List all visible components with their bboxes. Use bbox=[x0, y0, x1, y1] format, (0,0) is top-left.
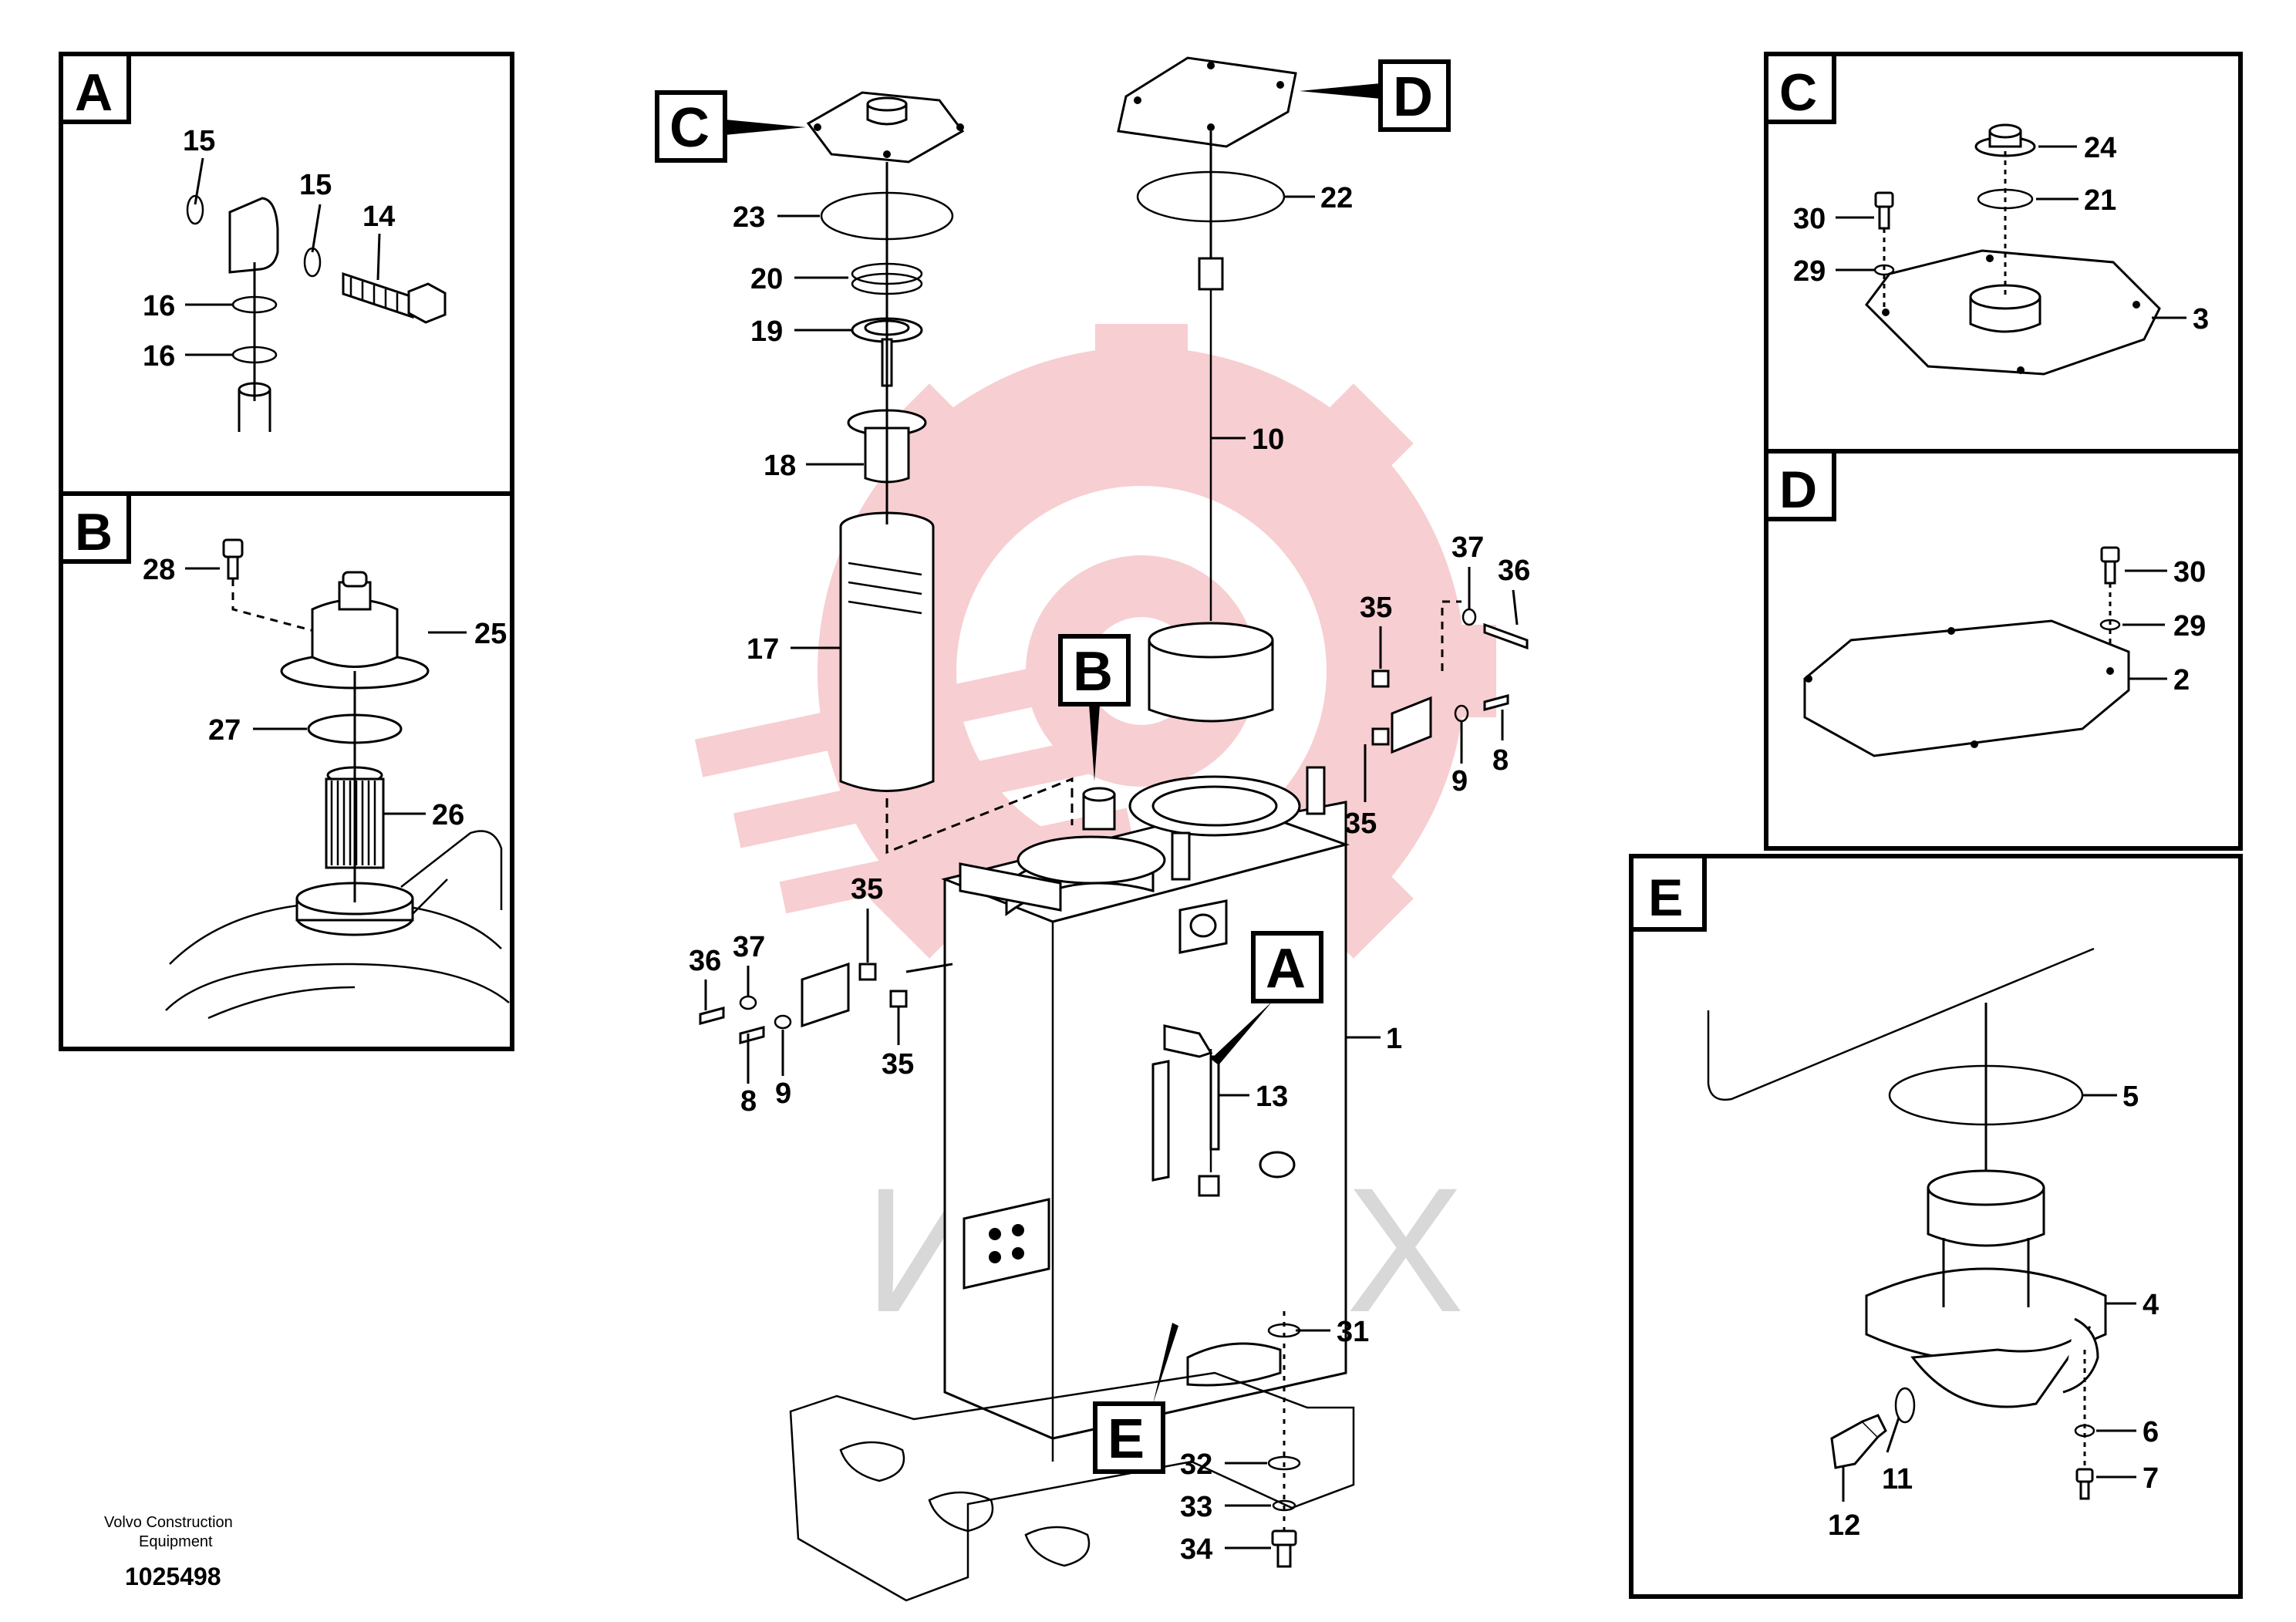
cover-d-top bbox=[1117, 56, 1297, 148]
label-35-left-top: 35 bbox=[851, 873, 883, 905]
footer-company-line1: Volvo Construction bbox=[104, 1514, 233, 1531]
label-26: 26 bbox=[432, 799, 464, 831]
callout-e-main: E bbox=[1093, 1323, 1178, 1474]
elbow-fitting bbox=[228, 197, 279, 274]
panel-d-letter: D bbox=[1779, 460, 1817, 519]
bolt-30 bbox=[1874, 191, 1894, 230]
hose-13 bbox=[1163, 1024, 1220, 1197]
label-34: 34 bbox=[1180, 1533, 1212, 1566]
hydraulic-tank-1 bbox=[789, 766, 1355, 1602]
label-28: 28 bbox=[143, 554, 175, 586]
banjo-bolt-14 bbox=[342, 271, 447, 324]
footer-doc-id: 1025498 bbox=[125, 1563, 221, 1590]
label-9-left: 9 bbox=[775, 1077, 791, 1110]
callout-d-main: D bbox=[1300, 59, 1451, 132]
label-37-right: 37 bbox=[1451, 531, 1484, 564]
label-7: 7 bbox=[2143, 1462, 2159, 1495]
label-9-right: 9 bbox=[1451, 765, 1468, 798]
bracket-right bbox=[1371, 600, 1529, 754]
label-33: 33 bbox=[1180, 1491, 1212, 1523]
label-25: 25 bbox=[474, 618, 507, 650]
label-36-left: 36 bbox=[689, 945, 721, 977]
label-1: 1 bbox=[1386, 1023, 1402, 1055]
callout-d-letter: D bbox=[1393, 66, 1433, 128]
label-13: 13 bbox=[1256, 1081, 1288, 1113]
callout-a-main: A bbox=[1211, 931, 1323, 1065]
label-30-c: 30 bbox=[1793, 203, 1826, 235]
panel-d: D 30 29 2 bbox=[1764, 449, 2243, 851]
suction-elbow-4 bbox=[1865, 1169, 2107, 1408]
panel-c: C 24 21 30 29 3 bbox=[1764, 52, 2243, 454]
footer-company-line2: Equipment bbox=[139, 1533, 213, 1550]
cover-plate-2 bbox=[1803, 619, 2130, 757]
plug-12 bbox=[1830, 1414, 1887, 1469]
callout-e-letter: E bbox=[1108, 1408, 1145, 1470]
label-4: 4 bbox=[2143, 1289, 2159, 1321]
panel-a-letter: A bbox=[75, 63, 113, 122]
label-5: 5 bbox=[2122, 1081, 2139, 1113]
label-36-right: 36 bbox=[1498, 555, 1530, 587]
panel-c-letter: C bbox=[1779, 63, 1817, 122]
bracket-left bbox=[699, 962, 953, 1044]
label-11: 11 bbox=[1882, 1463, 1913, 1496]
bolt-30-d bbox=[2100, 546, 2120, 585]
label-8-left: 8 bbox=[740, 1085, 757, 1118]
label-6: 6 bbox=[2143, 1416, 2159, 1448]
bolt-28 bbox=[222, 538, 244, 580]
panel-e-letter: E bbox=[1648, 868, 1683, 927]
label-35-right-bottom: 35 bbox=[1344, 808, 1377, 840]
label-29-c: 29 bbox=[1793, 255, 1826, 288]
label-20: 20 bbox=[750, 263, 783, 295]
label-17: 17 bbox=[747, 633, 779, 666]
filter-element-17 bbox=[839, 511, 935, 792]
label-35-left-bottom: 35 bbox=[882, 1048, 914, 1081]
seal-11 bbox=[1894, 1387, 1916, 1424]
label-19: 19 bbox=[750, 315, 783, 348]
label-37-left: 37 bbox=[733, 931, 765, 963]
label-24: 24 bbox=[2084, 132, 2116, 164]
pipe-stub bbox=[238, 389, 271, 432]
label-27: 27 bbox=[208, 714, 241, 747]
label-8-right: 8 bbox=[1492, 744, 1509, 777]
panel-e: E 5 4 6 7 11 1 bbox=[1629, 854, 2243, 1599]
label-16a: 16 bbox=[143, 290, 175, 322]
label-22: 22 bbox=[1320, 182, 1353, 214]
washer-32 bbox=[1267, 1455, 1301, 1471]
callout-b-main: B bbox=[1058, 634, 1131, 781]
label-31: 31 bbox=[1337, 1316, 1369, 1348]
label-30-d: 30 bbox=[2173, 556, 2206, 588]
tank-port-flange bbox=[295, 882, 414, 936]
cover-c-top bbox=[806, 91, 965, 164]
label-10: 10 bbox=[1252, 423, 1284, 456]
label-32: 32 bbox=[1180, 1448, 1212, 1481]
panel-b-letter: B bbox=[75, 503, 113, 561]
level-gauge-10 bbox=[1148, 257, 1274, 723]
label-21: 21 bbox=[2084, 184, 2116, 217]
o-ring-15a bbox=[186, 194, 204, 225]
label-23: 23 bbox=[733, 201, 765, 234]
bolt-34 bbox=[1271, 1529, 1297, 1568]
label-3: 3 bbox=[2193, 303, 2209, 336]
bolt-7 bbox=[2075, 1468, 2094, 1500]
callout-a-letter: A bbox=[1266, 938, 1306, 1000]
label-35-right-top: 35 bbox=[1360, 592, 1392, 624]
callout-c-letter: C bbox=[669, 97, 710, 159]
panel-a: A 15 15 14 16 16 bbox=[59, 52, 514, 496]
label-15b: 15 bbox=[299, 169, 332, 201]
label-2: 2 bbox=[2173, 664, 2190, 696]
label-18: 18 bbox=[764, 450, 796, 482]
label-16b: 16 bbox=[143, 340, 175, 373]
label-14: 14 bbox=[362, 201, 395, 233]
label-29-d: 29 bbox=[2173, 610, 2206, 642]
panel-b: B 28 bbox=[59, 491, 514, 1051]
label-12: 12 bbox=[1828, 1509, 1860, 1542]
breather-cap-24 bbox=[1974, 123, 2036, 157]
callout-c-main: C bbox=[655, 90, 806, 163]
label-15a: 15 bbox=[183, 125, 215, 157]
callout-b-letter: B bbox=[1073, 641, 1113, 703]
